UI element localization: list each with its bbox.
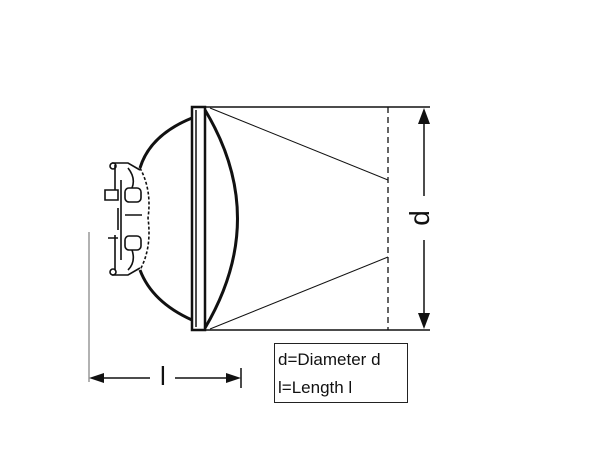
- legend-item-length: l=Length l: [278, 378, 353, 397]
- legend-item-diameter: d=Diameter d: [278, 350, 381, 369]
- beam-line-top: [209, 107, 389, 181]
- beam-line-bottom: [209, 256, 389, 330]
- lamp-lens-dome: [203, 109, 239, 329]
- lamp-reflector: [138, 116, 193, 322]
- diameter-arrow: [418, 108, 430, 329]
- length-label: l: [160, 361, 166, 391]
- lamp-base-connector: [104, 162, 150, 276]
- lamp-front-rim: [190, 105, 207, 332]
- diameter-label: d: [403, 210, 435, 226]
- legend-box: d=Diameter d l=Length l: [274, 343, 408, 403]
- length-arrow: [88, 232, 242, 388]
